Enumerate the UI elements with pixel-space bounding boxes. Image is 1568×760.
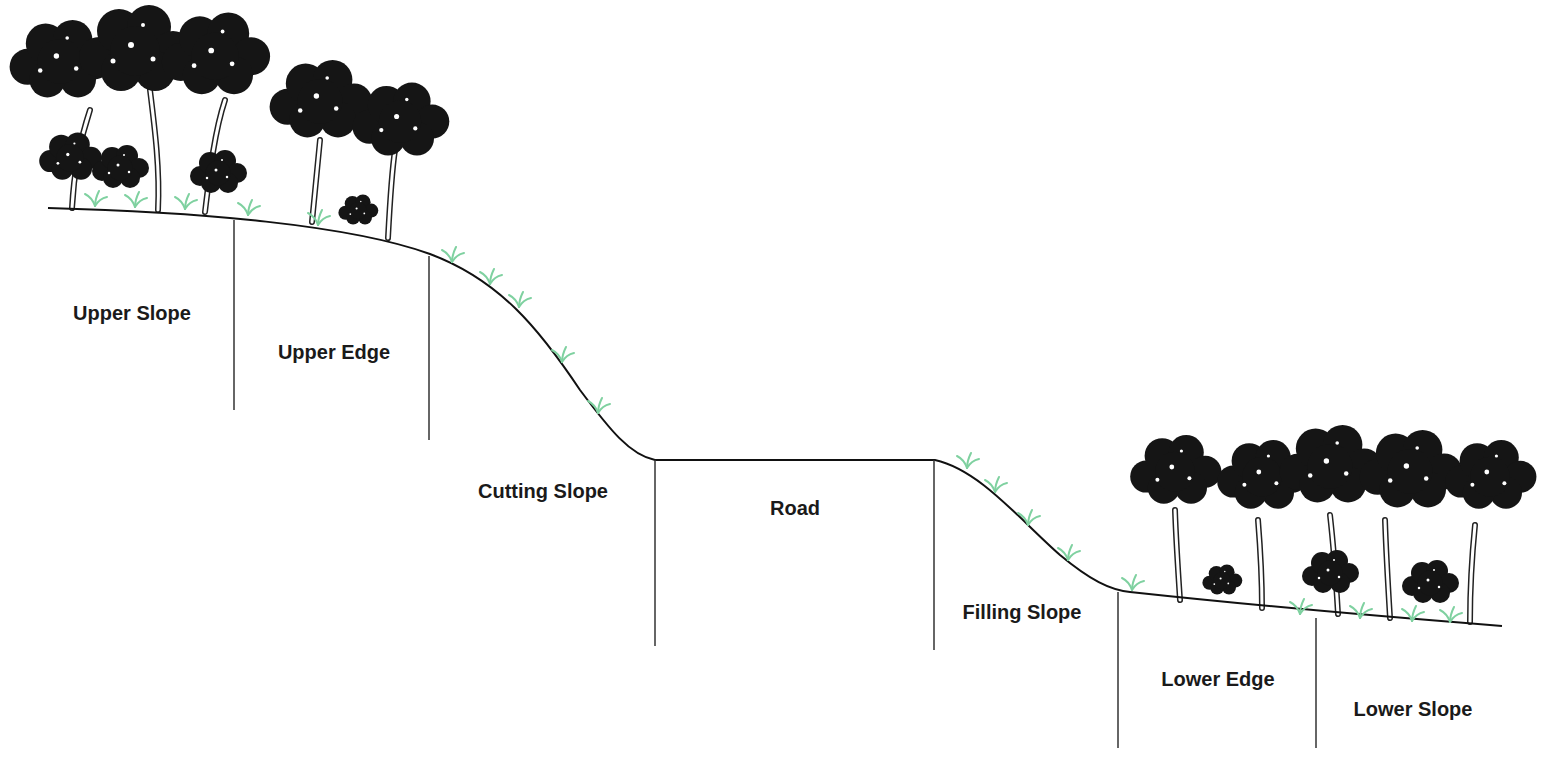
- zone-label: Lower Slope: [1354, 698, 1473, 721]
- zone-label: Filling Slope: [963, 601, 1082, 624]
- zone-label: Lower Edge: [1161, 668, 1274, 691]
- zone-label: Upper Slope: [73, 302, 191, 325]
- zone-label: Cutting Slope: [478, 480, 608, 503]
- zone-label: Upper Edge: [278, 341, 390, 364]
- zone-label: Road: [770, 497, 820, 520]
